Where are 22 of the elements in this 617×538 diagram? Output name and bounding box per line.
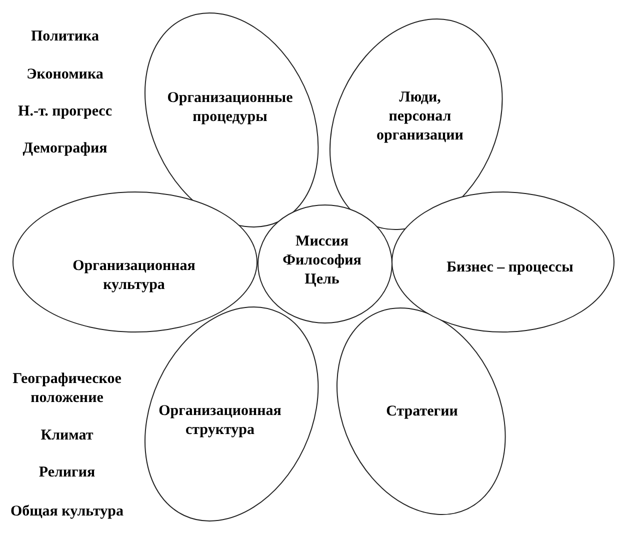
factor-label: Демография xyxy=(22,140,108,158)
petal-label: Бизнес – процессы xyxy=(446,258,574,278)
center-label: Миссия Философия Цель xyxy=(282,232,362,290)
petal-label: Организационная культура xyxy=(72,257,196,295)
petal-label: Организационная структура xyxy=(158,402,282,440)
petal-ellipse xyxy=(391,191,615,333)
petal-ellipse xyxy=(144,12,320,228)
petal-ellipse xyxy=(336,306,506,516)
petal-ellipse xyxy=(328,18,504,230)
factor-label: Климат xyxy=(40,426,94,446)
factor-label: Н.-т. прогресс xyxy=(18,102,112,122)
factor-label: Религия xyxy=(38,464,96,482)
petal-label: Стратегии xyxy=(386,402,458,422)
petal-ellipse xyxy=(144,306,320,522)
factor-label: Политика xyxy=(31,28,99,46)
petal-label: Люди, персонал организации xyxy=(376,88,464,146)
factor-label: Экономика xyxy=(26,66,104,84)
factor-label: Общая культура xyxy=(10,502,124,522)
petal-ellipse xyxy=(12,191,258,333)
petal-label: Организационные процедуры xyxy=(167,88,293,127)
center-circle xyxy=(257,204,393,324)
factor-label: Географическое положение xyxy=(12,370,122,408)
